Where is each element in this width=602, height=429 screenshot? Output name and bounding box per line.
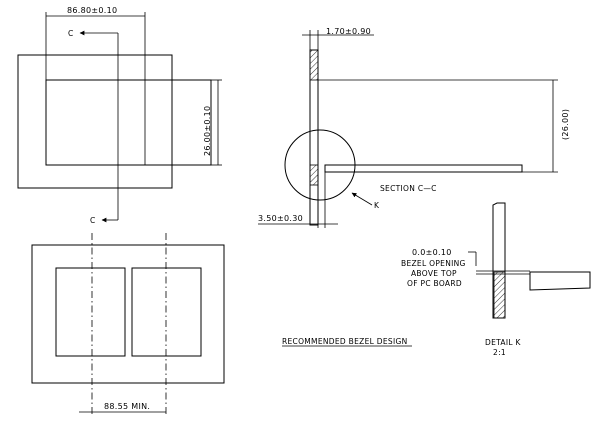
min-opening-dimension-label: 88.55 MIN. — [104, 402, 150, 411]
ref-height-dimension-label: (26.00) — [561, 109, 570, 140]
drawing-caption: RECOMMENDED BEZEL DESIGN — [282, 337, 408, 346]
width-dimension-label: 86.80±0.10 — [67, 6, 117, 15]
height-dimension-label: 26.00±0.10 — [203, 106, 212, 156]
bezel-opening-right — [131, 267, 202, 357]
display-window — [45, 79, 212, 166]
section-marker-bottom: C — [90, 216, 96, 225]
bezel-opening-left — [55, 267, 126, 357]
bezel-view: 88.55 MIN. — [31, 233, 225, 416]
detail-title: DETAIL K — [485, 338, 522, 347]
bezel-outline — [31, 244, 225, 384]
detail-note-line-1: BEZEL OPENING — [401, 259, 466, 268]
detail-note-line-2: ABOVE TOP — [411, 269, 457, 278]
detail-circle — [284, 129, 356, 201]
detail-pc-board — [529, 271, 591, 291]
detail-view: 0.0±0.10 BEZEL OPENING ABOVE TOP OF PC B… — [401, 202, 591, 357]
top-view: 86.80±0.10 26.00±0.10 C C — [17, 6, 222, 225]
pc-board — [324, 164, 523, 173]
detail-gap-label: 0.0±0.10 — [412, 248, 452, 257]
detail-callout-label: K — [374, 201, 380, 210]
section-title: SECTION C—C — [380, 184, 437, 193]
section-view: 1.70±0.90 (26.00) K SECTION C—C 3.50±0.3… — [258, 27, 570, 228]
thickness-dimension-label: 1.70±0.90 — [326, 27, 371, 36]
detail-bezel-hatch — [493, 271, 506, 319]
section-marker-top: C — [68, 29, 74, 38]
detail-leader — [351, 192, 373, 206]
offset-dimension-label: 3.50±0.30 — [258, 214, 303, 223]
bezel-hatch-bottom — [309, 164, 319, 186]
detail-scale: 2:1 — [493, 348, 506, 357]
bezel-hatch-top — [309, 49, 319, 81]
detail-note-line-3: OF PC BOARD — [407, 279, 462, 288]
module-outline — [17, 54, 173, 189]
